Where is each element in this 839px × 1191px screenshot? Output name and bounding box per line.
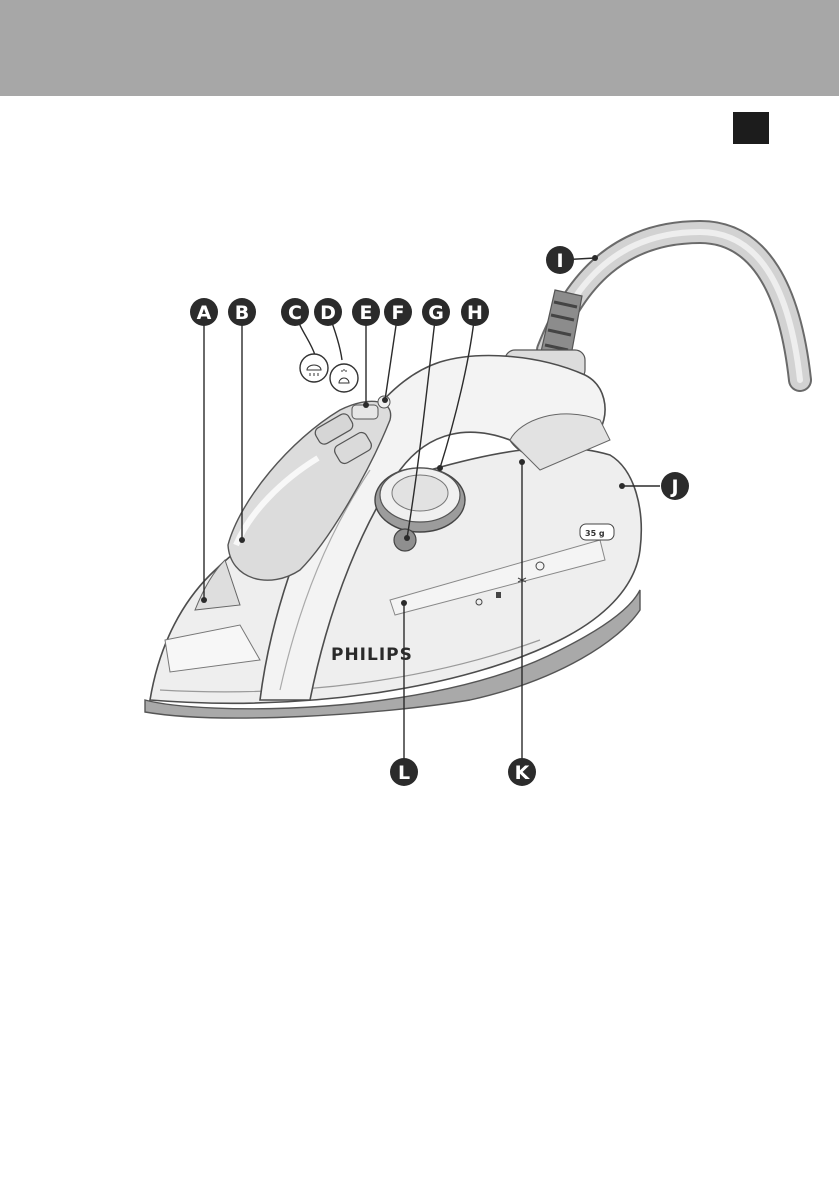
callout-l: L [390,758,418,786]
svg-text:L: L [398,762,410,784]
power-badge: 35 g [580,524,614,540]
callout-f: F [384,298,412,326]
shot-of-steam-icon [300,354,328,382]
svg-text:C: C [288,302,302,324]
callout-a: A [190,298,218,326]
svg-text:H: H [467,302,483,324]
svg-text:J: J [669,476,678,498]
svg-text:D: D [320,302,336,324]
svg-text:B: B [235,302,249,324]
callout-i: I [546,246,574,274]
callout-b: B [228,298,256,326]
svg-text:K: K [515,762,531,784]
svg-text:E: E [360,302,373,324]
callout-j: J [661,472,689,500]
brand-label: PHILIPS [331,645,413,665]
callout-g: G [422,298,450,326]
callout-h: H [461,298,489,326]
callout-d: D [314,298,342,326]
svg-text:A: A [197,302,212,324]
svg-text:G: G [428,302,444,324]
svg-text:35 g: 35 g [585,529,605,538]
callout-c: C [281,298,309,326]
svg-text:I: I [556,250,563,272]
callout-e: E [352,298,380,326]
callout-k: K [508,758,536,786]
spray-icon [330,364,358,392]
svg-text:F: F [392,302,405,324]
